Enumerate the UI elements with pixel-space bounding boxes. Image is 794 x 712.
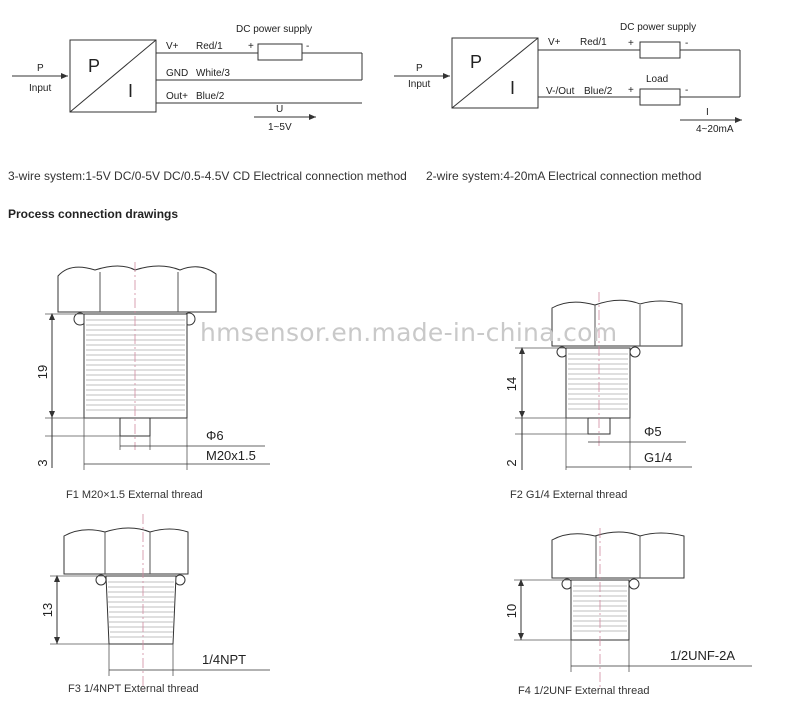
pin-vplus: V+ [166,41,179,52]
minus-sign: - [306,41,309,52]
pi-block [69,39,157,113]
block-i: I [510,78,515,98]
out-range: 1~5V [268,122,292,133]
wire-white: White/3 [196,68,230,79]
pin-outplus: Out+ [166,91,188,102]
thread-spec: 1/2UNF-2A [670,648,735,663]
dim-tip: 3 [35,459,50,466]
section-heading: Process connection drawings [8,207,179,221]
block-p: P [88,56,100,76]
two-wire-caption: 2-wire system:4-20mA Electrical connecti… [426,169,702,183]
thread-body [105,575,177,645]
plus-sign: + [248,41,254,52]
two-wire-diagram: P Input P I V+ Red/1 V-/Out Blue/2 DC po… [394,22,742,135]
input-label: Input [29,83,51,94]
pin-vminus-out: V-/Out [546,86,575,97]
drawing-f3: 13 1/4NPT [40,514,270,690]
f3-caption: F3 1/4NPT External thread [68,683,199,695]
minus-sign: - [685,85,688,96]
thread-spec: M20x1.5 [206,448,256,463]
pi-block-diagonal [451,37,539,109]
dim-tip: 2 [504,459,519,466]
drawing-f4: 10 1/2UNF-2A [504,528,752,690]
block-i: I [128,81,133,101]
power-supply-box [257,43,303,61]
dim-height: 14 [504,377,519,391]
power-supply-box [639,41,681,59]
out-symbol: U [276,104,283,115]
dim-height: 10 [504,604,519,618]
dim-diameter: Φ6 [206,428,224,443]
pin-vplus: V+ [548,37,561,48]
supply-title: DC power supply [236,24,312,35]
o-ring [174,574,186,586]
block-p: P [470,52,482,72]
plus-sign: + [628,85,634,96]
wire-red: Red/1 [580,37,607,48]
f2-caption: F2 G1/4 External thread [510,489,628,501]
dim-height: 19 [35,365,50,379]
wire-blue: Blue/2 [196,91,225,102]
o-ring [95,574,107,586]
o-ring [628,578,640,590]
thread-spec: G1/4 [644,450,672,465]
dim-height: 13 [40,603,55,617]
pin-gnd: GND [166,68,188,79]
wire-blue: Blue/2 [584,86,613,97]
supply-title: DC power supply [620,22,696,33]
three-wire-diagram: P Input P I V+ Red/1 GND White/3 Out+ Bl… [12,24,363,133]
f4-caption: F4 1/2UNF External thread [518,685,650,697]
three-wire-caption: 3-wire system:1-5V DC/0-5V DC/0.5-4.5V C… [8,169,407,183]
input-label: Input [408,79,430,90]
input-p-label: P [37,63,44,74]
drawing-f2: 14 2 Φ5 G1/4 [504,292,692,470]
thread-body [565,347,631,419]
input-p-label: P [416,63,423,74]
hex-body [63,527,189,575]
drawing-f1: 19 3 Φ6 M20x1.5 [35,262,270,470]
thread-lines [108,581,174,638]
minus-sign: - [685,38,688,49]
load-box [639,88,681,106]
dim-diameter: Φ5 [644,424,662,439]
load-label: Load [646,74,668,85]
plus-sign: + [628,38,634,49]
o-ring [629,346,641,358]
out-range: 4~20mA [696,124,734,135]
wire-red: Red/1 [196,41,223,52]
pi-block [451,37,539,109]
hex-body [551,299,683,347]
hex-body [57,265,217,313]
pi-block-diagonal [69,39,157,113]
f1-caption: F1 M20×1.5 External thread [66,489,203,501]
out-symbol: I [706,107,709,118]
thread-spec: 1/4NPT [202,652,246,667]
hex-body [551,531,685,579]
watermark: hmsensor.en.made-in-china.com [200,318,618,347]
thread-lines [568,353,628,410]
thread-lines [86,319,185,411]
